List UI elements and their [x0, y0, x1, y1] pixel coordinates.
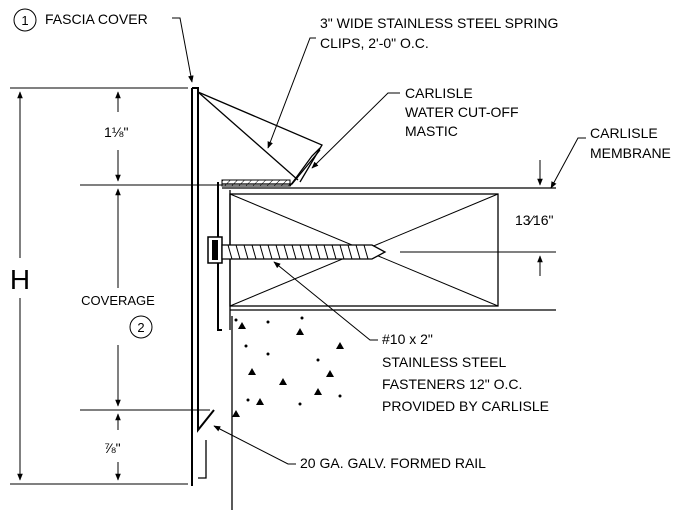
membrane-label-line1: CARLISLE — [590, 125, 658, 141]
fastener — [207, 236, 387, 264]
dimension-13-16: 13⁄16" — [400, 160, 556, 276]
membrane-leader — [550, 137, 586, 189]
mastic-label-line2: WATER CUT-OFF — [405, 104, 519, 120]
dim-1-1-8-label: 1⅛" — [104, 124, 128, 140]
rail-leader — [213, 425, 296, 465]
dimension-H: H — [10, 87, 188, 485]
spring-clip — [221, 147, 321, 187]
mastic-label-line3: MASTIC — [405, 123, 458, 139]
membrane-label-line2: MEMBRANE — [590, 145, 671, 161]
mastic-hatch — [221, 179, 291, 187]
callout-2-number: 2 — [137, 320, 144, 335]
dimension-7-8: ⅞" — [104, 413, 121, 481]
fascia-cover-leader — [172, 17, 194, 83]
mastic-leader — [311, 92, 400, 169]
concrete-stipple — [232, 316, 344, 417]
fastener-label-line3: FASTENERS 12" O.C. — [382, 376, 522, 392]
dimension-1-1-8: 1⅛" — [80, 91, 222, 186]
clips-label-line2: CLIPS, 2'-0" O.C. — [320, 35, 429, 51]
fastener-label-line1: #10 x 2" — [382, 331, 433, 347]
rail-label: 20 GA. GALV. FORMED RAIL — [300, 455, 486, 471]
callout-2-circle — [129, 315, 153, 339]
callout-1-number: 1 — [21, 13, 28, 28]
clips-label-line1: 3" WIDE STAINLESS STEEL SPRING — [320, 15, 558, 31]
callout-1: 1 — [13, 8, 37, 32]
fastener-leader — [273, 261, 378, 341]
coverage-label: COVERAGE — [81, 293, 155, 308]
dim-13-16-label: 13⁄16" — [515, 212, 553, 228]
mastic-label-line1: CARLISLE — [405, 85, 473, 101]
formed-rail — [217, 182, 233, 510]
dim-7-8-label: ⅞" — [104, 440, 121, 456]
fastener-label-line2: STAINLESS STEEL — [382, 354, 506, 370]
fascia-cover — [191, 87, 323, 486]
dimension-coverage: COVERAGE 2 — [80, 188, 210, 411]
fascia-cover-label: FASCIA COVER — [45, 11, 148, 27]
clips-leader — [267, 37, 316, 149]
fastener-label-line4: PROVIDED BY CARLISLE — [382, 398, 549, 414]
dim-H-label: H — [10, 264, 30, 295]
